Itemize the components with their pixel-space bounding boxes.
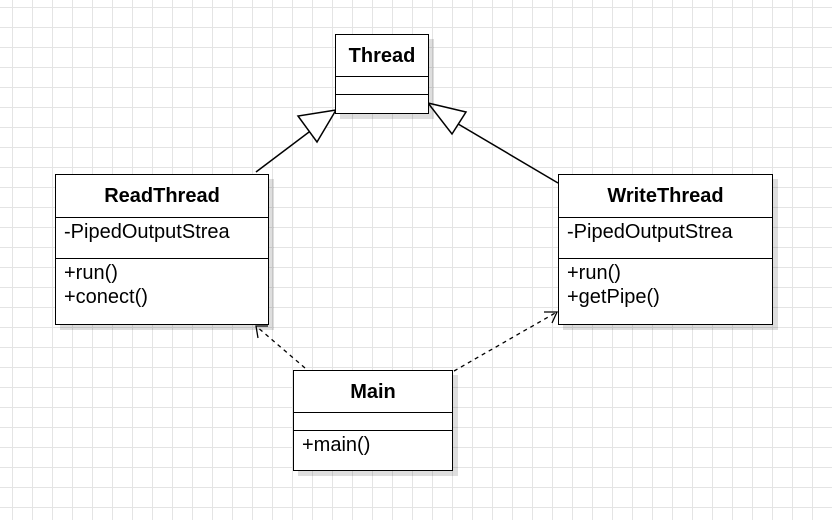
class-main[interactable]: Main +main() — [293, 370, 453, 471]
dependency-main-to-writethread[interactable] — [453, 311, 559, 372]
class-methods: +run() +conect() — [56, 259, 268, 323]
class-attributes — [336, 77, 428, 95]
class-methods: +run() +getPipe() — [559, 259, 772, 323]
class-readthread[interactable]: ReadThread -PipedOutputStrea +run() +con… — [55, 174, 269, 325]
class-attributes: -PipedOutputStrea — [559, 218, 772, 259]
method: +getPipe() — [567, 286, 660, 308]
class-name: Thread — [336, 35, 428, 77]
class-methods: +main() — [294, 431, 452, 469]
inheritance-arrowhead-icon — [296, 109, 338, 144]
inheritance-arrowhead-icon — [426, 101, 468, 136]
method: +main() — [302, 434, 371, 456]
class-attributes — [294, 413, 452, 431]
attribute: -PipedOutputStrea — [567, 221, 733, 243]
method: +run() — [567, 262, 621, 284]
method: +conect() — [64, 286, 148, 308]
inheritance-readthread-to-thread[interactable] — [255, 109, 338, 173]
class-thread[interactable]: Thread — [335, 34, 429, 114]
class-writethread[interactable]: WriteThread -PipedOutputStrea +run() +ge… — [558, 174, 773, 325]
attribute: -PipedOutputStrea — [64, 221, 230, 243]
inheritance-writethread-to-thread[interactable] — [426, 101, 559, 184]
dependency-main-to-readthread[interactable] — [255, 325, 306, 369]
class-name: ReadThread — [56, 175, 268, 218]
class-name: WriteThread — [559, 175, 772, 218]
dependency-arrowhead-icon — [255, 325, 268, 339]
class-name: Main — [294, 371, 452, 413]
class-methods — [336, 95, 428, 113]
method: +run() — [64, 262, 118, 284]
dependency-arrowhead-icon — [544, 311, 559, 324]
class-attributes: -PipedOutputStrea — [56, 218, 268, 259]
